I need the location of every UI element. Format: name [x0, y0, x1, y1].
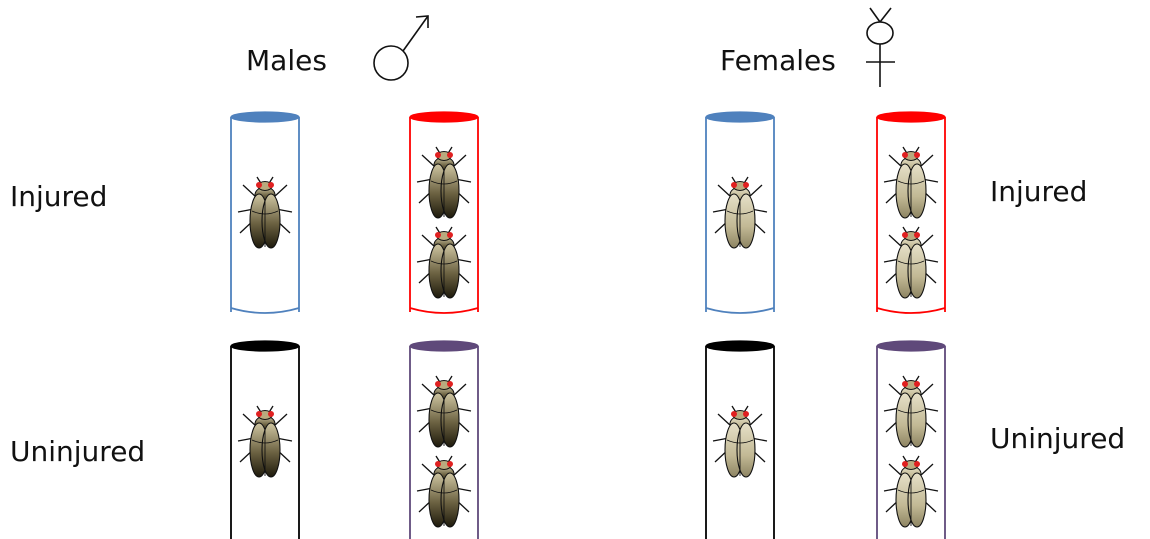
- vial-cap: [706, 112, 774, 122]
- vial-male-injured-single: [231, 112, 299, 313]
- male-injured-label: Injured: [10, 180, 107, 213]
- female-symbol-icon: [866, 8, 895, 87]
- males-heading: Males: [246, 44, 327, 77]
- fly-icon: [884, 227, 938, 298]
- females-heading: Females: [720, 44, 836, 77]
- female-uninjured-label: Uninjured: [990, 422, 1125, 455]
- vial-male-injured-pair: [410, 112, 478, 313]
- fly-icon: [417, 376, 471, 447]
- fly-icon: [713, 406, 767, 477]
- vial-cap: [231, 112, 299, 122]
- female-injured-label: Injured: [990, 175, 1087, 208]
- vial-female-uninjured-pair: [877, 341, 945, 539]
- fly-icon: [884, 376, 938, 447]
- fly-icon: [238, 406, 292, 477]
- fly-icon: [713, 177, 767, 248]
- fly-icon: [884, 456, 938, 527]
- vial-female-uninjured-single: [706, 341, 774, 539]
- vial-male-uninjured-single: [231, 341, 299, 539]
- fly-icon: [884, 147, 938, 218]
- vial-female-injured-single: [706, 112, 774, 313]
- male-symbol-icon: [374, 16, 428, 80]
- vial-female-injured-pair: [877, 112, 945, 313]
- vial-cap: [877, 112, 945, 122]
- vial-cap: [410, 112, 478, 122]
- vial-male-uninjured-pair: [410, 341, 478, 539]
- fly-icon: [417, 227, 471, 298]
- fly-icon: [417, 147, 471, 218]
- vials-layer: [231, 112, 945, 539]
- fly-icon: [238, 177, 292, 248]
- fly-icon: [417, 456, 471, 527]
- vial-cap: [706, 341, 774, 351]
- male-uninjured-label: Uninjured: [10, 435, 145, 468]
- vial-cap: [410, 341, 478, 351]
- vial-cap: [877, 341, 945, 351]
- vial-cap: [231, 341, 299, 351]
